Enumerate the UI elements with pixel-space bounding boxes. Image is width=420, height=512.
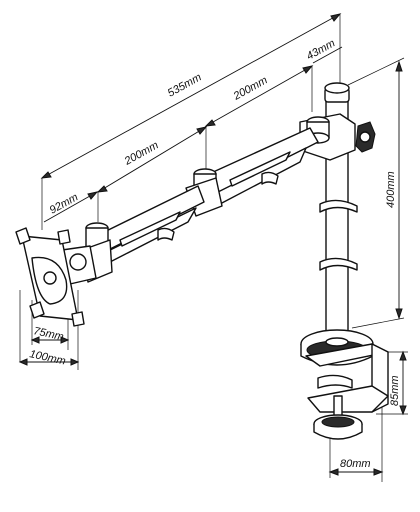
arm xyxy=(61,113,376,285)
label-arm-segment-outer: 200mm xyxy=(231,74,270,103)
desk-clamp xyxy=(300,329,389,440)
label-vesa-offset: 92mm xyxy=(48,191,81,216)
label-arm-segment-inner: 200mm xyxy=(122,139,161,168)
label-total-reach: 535mm xyxy=(166,71,204,99)
label-pole-height: 400mm xyxy=(385,171,397,208)
label-vesa-large: 100mm xyxy=(28,348,66,367)
vesa-plate xyxy=(15,227,85,327)
label-clamp-depth: 80mm xyxy=(340,458,371,470)
label-clamp-range: 85mm xyxy=(389,375,401,406)
dimension-lines xyxy=(18,13,408,482)
